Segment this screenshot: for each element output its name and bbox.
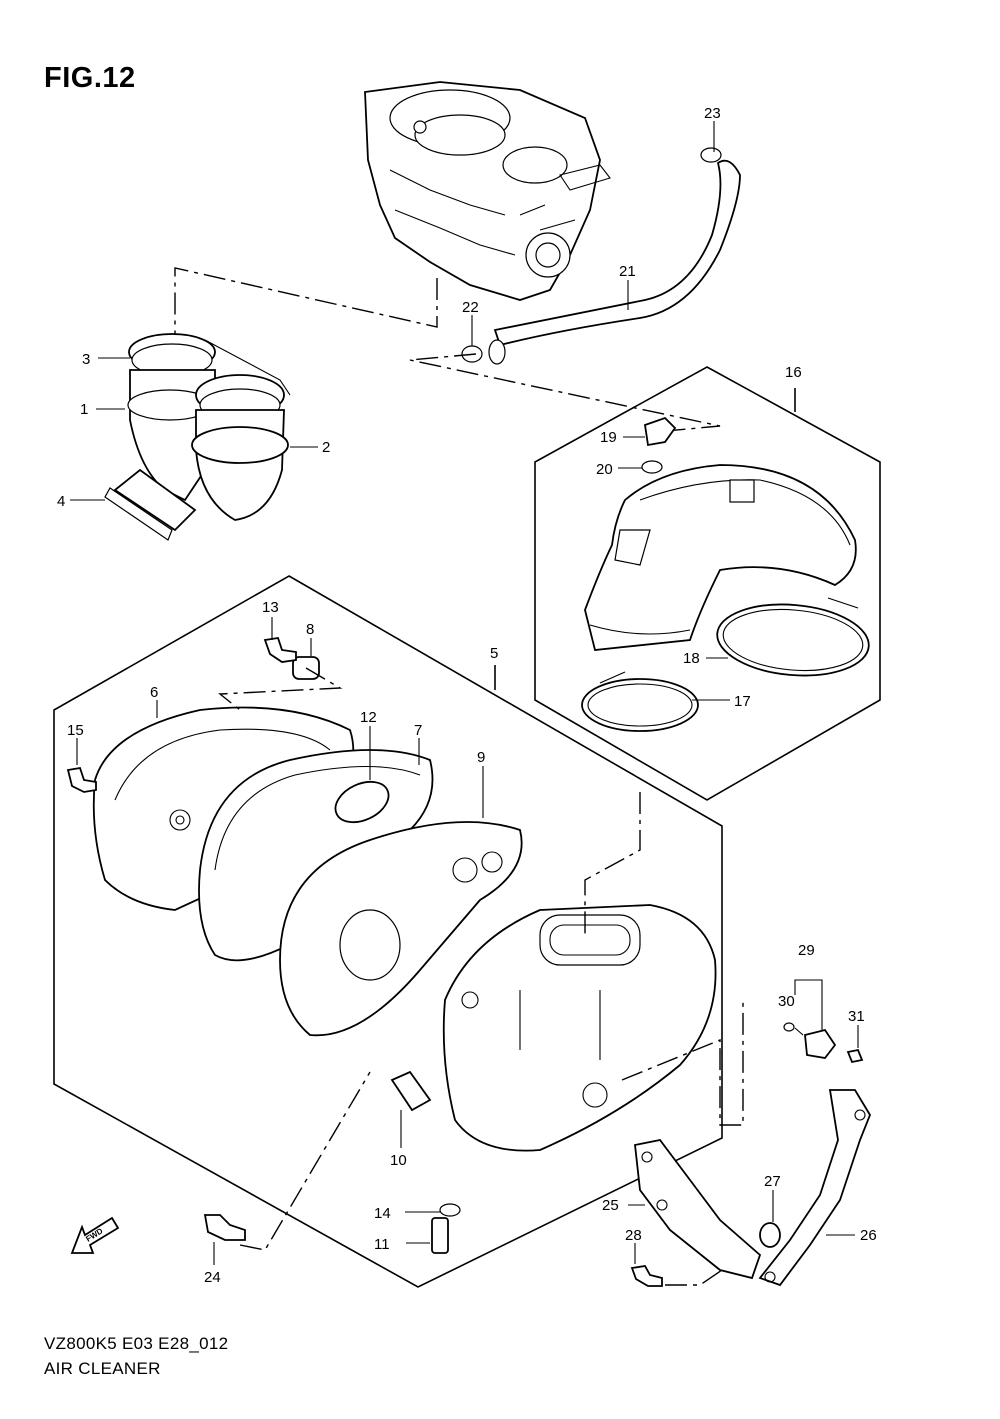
oring-30: [783, 1022, 795, 1032]
callout-leaders: [70, 121, 859, 1265]
breather-hose: [488, 159, 741, 365]
callout-3: 3: [82, 351, 90, 368]
callout-labels: 1 2 3 4 5 6 7 8 9 10 11 12 13 14 15 16 1…: [57, 105, 877, 1286]
sensor-29: [804, 1028, 837, 1059]
callout-1: 1: [80, 401, 88, 418]
clamp-14: [439, 1203, 461, 1217]
bolt-24: [203, 1214, 246, 1241]
callout-9: 9: [477, 749, 485, 766]
callout-30: 30: [778, 993, 795, 1010]
callout-26: 26: [860, 1227, 877, 1244]
callout-20: 20: [596, 461, 613, 478]
element-9: [279, 821, 523, 1037]
callout-12: 12: [360, 709, 377, 726]
callout-22: 22: [462, 299, 479, 316]
leader-line: [794, 979, 823, 1030]
screw-15: [66, 766, 97, 793]
case-body: [442, 904, 717, 1152]
clamp-18: [716, 597, 870, 677]
callout-7: 7: [414, 722, 422, 739]
clamp-23: [700, 147, 722, 163]
bolt-28: [630, 1265, 663, 1287]
bracket-25: [634, 1139, 762, 1280]
outlet-duct: [584, 464, 857, 651]
fwd-arrow-icon: FWD: [70, 1216, 120, 1254]
callout-10: 10: [390, 1152, 407, 1169]
callout-19: 19: [600, 429, 617, 446]
callout-11: 11: [374, 1236, 390, 1253]
cushion-27: [759, 1222, 781, 1248]
intake-pipe-assembly: [104, 333, 291, 541]
bolt-13: [263, 636, 297, 663]
group-outline-16: [534, 366, 881, 801]
screw-31: [846, 1048, 864, 1064]
cap-11: [431, 1217, 449, 1254]
leader-line: [174, 267, 438, 340]
leader-line: [409, 353, 721, 433]
callout-23: 23: [704, 105, 721, 122]
leader-line: [584, 792, 641, 935]
callout-29: 29: [798, 942, 815, 959]
throttle-body: [364, 81, 611, 301]
callout-15: 15: [67, 722, 84, 739]
figure-title: FIG.12: [44, 62, 136, 94]
callout-31: 31: [848, 1008, 865, 1025]
callout-18: 18: [683, 650, 700, 667]
leader-line: [218, 667, 343, 711]
callout-2: 2: [322, 439, 330, 456]
callout-16: 16: [785, 364, 802, 381]
clamp-17: [581, 671, 699, 732]
callout-13: 13: [262, 599, 279, 616]
callout-17: 17: [734, 693, 751, 710]
callout-24: 24: [204, 1269, 221, 1286]
leader-line: [239, 1071, 371, 1251]
callout-28: 28: [625, 1227, 642, 1244]
callout-4: 4: [57, 493, 65, 510]
callout-8: 8: [306, 621, 314, 638]
model-code: VZ800K5 E03 E28_012: [44, 1334, 229, 1353]
clamp-12: [334, 780, 390, 824]
fitting-19: [643, 416, 677, 447]
callout-6: 6: [150, 684, 158, 701]
sleeve-10: [390, 1070, 432, 1112]
section-name: AIR CLEANER: [44, 1359, 161, 1378]
callout-5: 5: [490, 645, 498, 662]
callout-25: 25: [602, 1197, 619, 1214]
group-outline-5: [53, 575, 723, 1288]
callout-14: 14: [374, 1205, 391, 1222]
clamp-20: [641, 460, 663, 474]
callout-21: 21: [619, 263, 636, 280]
leader-line: [665, 1267, 726, 1286]
bracket-26: [758, 1089, 872, 1287]
leader-line: [621, 1002, 744, 1126]
callout-27: 27: [764, 1173, 781, 1190]
